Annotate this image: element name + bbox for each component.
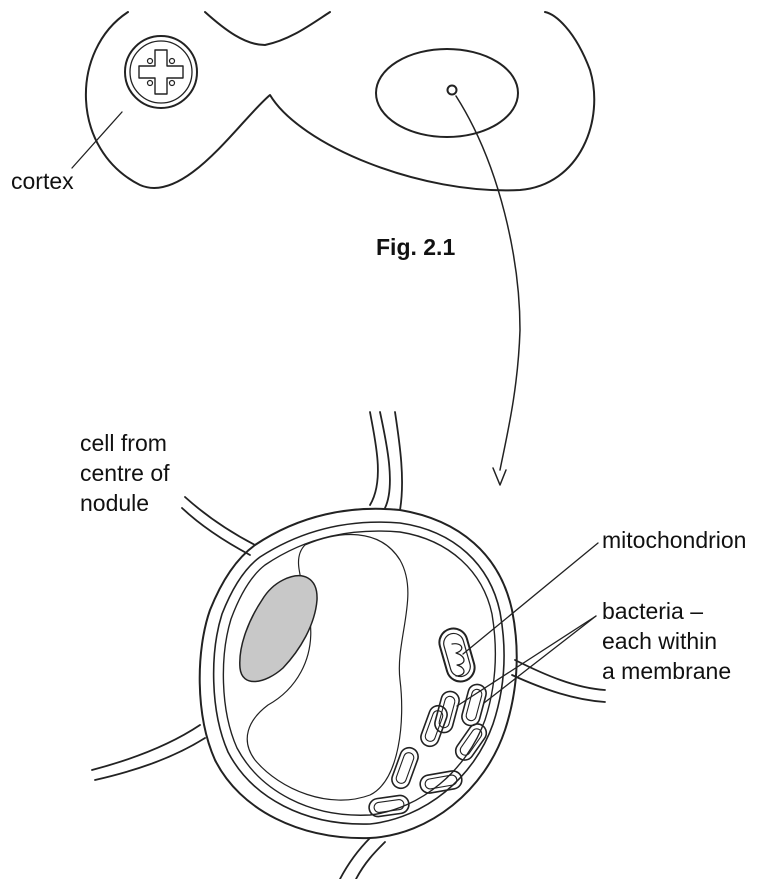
- nodule-centre: [376, 49, 518, 137]
- cortex-leader-line: [72, 112, 122, 168]
- magnification-arrow: [456, 96, 520, 485]
- mitochondrion-label: mitochondrion: [602, 525, 746, 555]
- bacterium: [389, 745, 420, 791]
- nucleus: [240, 576, 317, 682]
- cell-from-centre-line-2: centre of: [80, 458, 170, 488]
- mitochondrion-shape: [436, 625, 478, 685]
- root-top-waist: [205, 12, 330, 45]
- selected-cell-marker: [448, 86, 457, 95]
- bacterium: [418, 703, 449, 749]
- bacterium: [419, 769, 463, 794]
- vascular-bundle: [125, 36, 197, 108]
- bacterium: [452, 720, 490, 763]
- cell-from-centre-line-1: cell from: [80, 428, 170, 458]
- mitochondrion-leader-line: [463, 543, 598, 654]
- cortex-label: cortex: [11, 166, 74, 196]
- bacteria-label: bacteria – each within a membrane: [602, 596, 731, 686]
- bacteria-label-line-1: bacteria –: [602, 596, 731, 626]
- root-nodule-outline: [86, 12, 594, 190]
- cell-from-centre-label: cell from centre of nodule: [80, 428, 170, 518]
- root-and-nodule-outline: [86, 12, 594, 190]
- bacteria-label-line-2: each within: [602, 626, 731, 656]
- figure-caption: Fig. 2.1: [376, 234, 455, 261]
- bacteria-leader-line-1: [457, 616, 596, 706]
- cell-from-centre-line-3: nodule: [80, 488, 170, 518]
- bacteria-label-line-3: a membrane: [602, 656, 731, 686]
- bacteria-group: [368, 682, 490, 817]
- bacteria-leader-line-2: [484, 616, 596, 703]
